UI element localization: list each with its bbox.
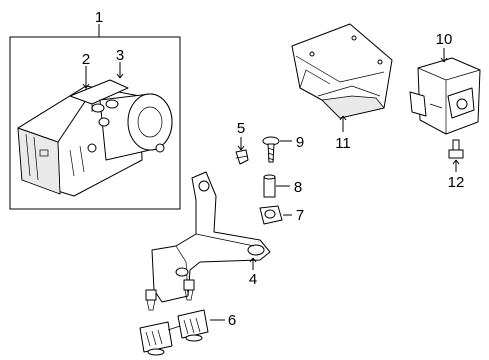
- callout-4: 4: [249, 271, 257, 288]
- callout-5: 5: [237, 120, 245, 137]
- callout-1: 1: [95, 9, 103, 26]
- clip-5: [235, 149, 249, 165]
- control-module: [409, 57, 481, 135]
- callout-2: 2: [82, 51, 90, 68]
- grommet-7: [259, 205, 283, 225]
- callout-8: 8: [294, 179, 302, 196]
- callout-6: 6: [228, 312, 236, 329]
- mount-insulators-6: [139, 309, 209, 356]
- abs-bracket-shield: [291, 23, 393, 119]
- callout-7: 7: [296, 207, 304, 224]
- lower-bracket-4: [145, 171, 271, 311]
- callout-3: 3: [116, 47, 124, 64]
- callout-11: 11: [335, 135, 351, 152]
- callout-12: 12: [448, 174, 465, 191]
- bolt-12: [448, 139, 464, 159]
- callout-9: 9: [296, 134, 304, 151]
- callout-10: 10: [436, 31, 453, 48]
- sleeve-8: [263, 174, 276, 198]
- screw-9: [262, 136, 280, 163]
- abs-modulator-assembly: [9, 36, 181, 210]
